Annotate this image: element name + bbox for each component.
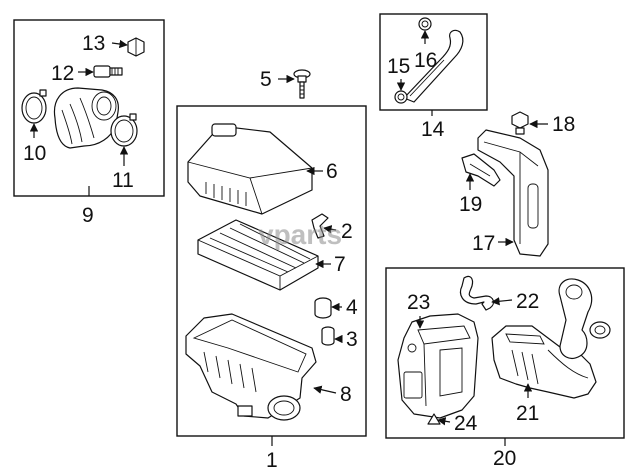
callout-3: 3: [346, 328, 358, 351]
part-sensor-2[interactable]: [311, 213, 329, 239]
callout-6: 6: [326, 160, 338, 183]
watermark-logo: vparts: [258, 219, 342, 250]
part-lower-case-8[interactable]: [185, 313, 317, 421]
part-nut-13[interactable]: [127, 37, 145, 57]
group-label-9: 9: [82, 204, 94, 227]
part-intake-hose[interactable]: [53, 87, 119, 149]
callout-22: 22: [516, 290, 539, 313]
part-bolt-12[interactable]: [93, 65, 123, 78]
part-hose-22[interactable]: [459, 275, 495, 311]
part-clamp-10[interactable]: [21, 89, 47, 124]
part-intake-duct-21[interactable]: [491, 325, 597, 399]
callout-13: 13: [82, 32, 105, 55]
part-breather-hose-16[interactable]: [403, 29, 464, 103]
callout-5: 5: [260, 68, 272, 91]
part-clip-15[interactable]: [394, 90, 408, 104]
callout-2: 2: [341, 220, 353, 243]
part-cover-6[interactable]: [187, 123, 313, 215]
part-resonator[interactable]: [558, 278, 611, 359]
callout-15: 15: [387, 55, 410, 78]
callout-8: 8: [340, 383, 352, 406]
part-clip-24[interactable]: [427, 413, 441, 425]
part-clamp-11[interactable]: [110, 113, 138, 147]
part-grommet-4[interactable]: [314, 297, 332, 319]
callout-23: 23: [407, 291, 430, 314]
callout-7: 7: [334, 253, 346, 276]
part-air-duct-17[interactable]: [477, 129, 549, 257]
callout-4: 4: [346, 296, 358, 319]
callout-24: 24: [454, 412, 478, 435]
callout-18: 18: [552, 113, 575, 136]
part-housing-23[interactable]: [397, 313, 479, 419]
part-clip-16[interactable]: [418, 17, 432, 31]
callout-19: 19: [459, 193, 482, 216]
group-label-20: 20: [493, 447, 516, 470]
callout-21: 21: [516, 402, 539, 425]
callout-12: 12: [51, 62, 74, 85]
part-bushing-3[interactable]: [321, 326, 335, 346]
part-bolt-5[interactable]: [293, 69, 311, 99]
group-label-14: 14: [421, 118, 445, 141]
group-label-1: 1: [266, 449, 278, 471]
callout-17: 17: [472, 232, 495, 255]
group-box-14: [379, 13, 488, 111]
callout-10: 10: [23, 142, 46, 165]
callout-11: 11: [112, 169, 134, 192]
part-bolt-18[interactable]: [511, 111, 529, 135]
callout-16: 16: [414, 49, 437, 72]
part-bracket-19[interactable]: [461, 153, 501, 187]
